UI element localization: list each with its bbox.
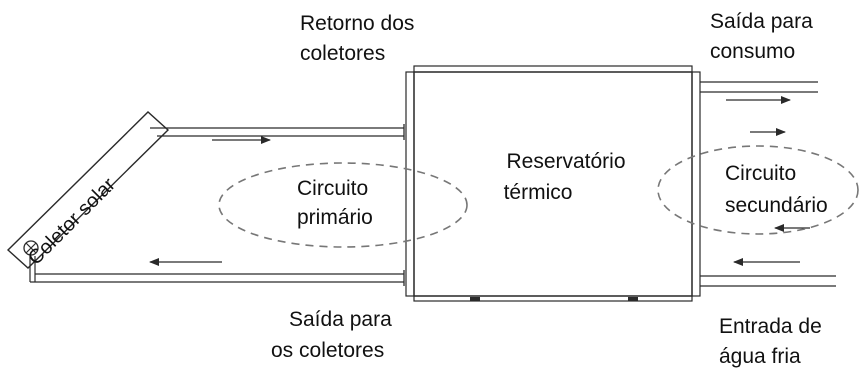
solar-collector: Coletor solar [6, 111, 170, 282]
cold-water-label-line1: Entrada de [719, 315, 822, 338]
consumption-pipe [700, 81, 818, 104]
primary-circuit-loop [218, 162, 468, 248]
collector-label: Coletor solar [24, 174, 120, 270]
supply-pipe [30, 258, 405, 286]
secondary-circuit-label-line1: Circuito [725, 162, 796, 185]
primary-circuit-label-line1: Circuito [297, 177, 368, 200]
collector-valve-icon [23, 240, 39, 256]
reservoir-label-line1: Reservatório [506, 150, 625, 173]
return-label-line2: coletores [300, 42, 385, 65]
return-pipe [150, 124, 405, 144]
reservoir-label-line2: térmico [504, 181, 573, 204]
cold-water-pipe [700, 258, 836, 287]
thermal-reservoir: Reservatório térmico [405, 65, 701, 302]
return-label-line1: Retorno dos [300, 12, 414, 35]
secondary-circuit-loop [657, 145, 859, 235]
to-collectors-label-line2: os coletores [271, 339, 384, 362]
primary-circuit-label-line2: primário [297, 206, 373, 229]
cold-water-label-line2: água fria [719, 345, 801, 368]
consumption-label-line1: Saída para [710, 10, 813, 33]
secondary-circuit-label-line2: secundário [725, 194, 828, 217]
to-collectors-label-line1: Saída para [289, 308, 392, 331]
consumption-label-line2: consumo [710, 40, 795, 63]
